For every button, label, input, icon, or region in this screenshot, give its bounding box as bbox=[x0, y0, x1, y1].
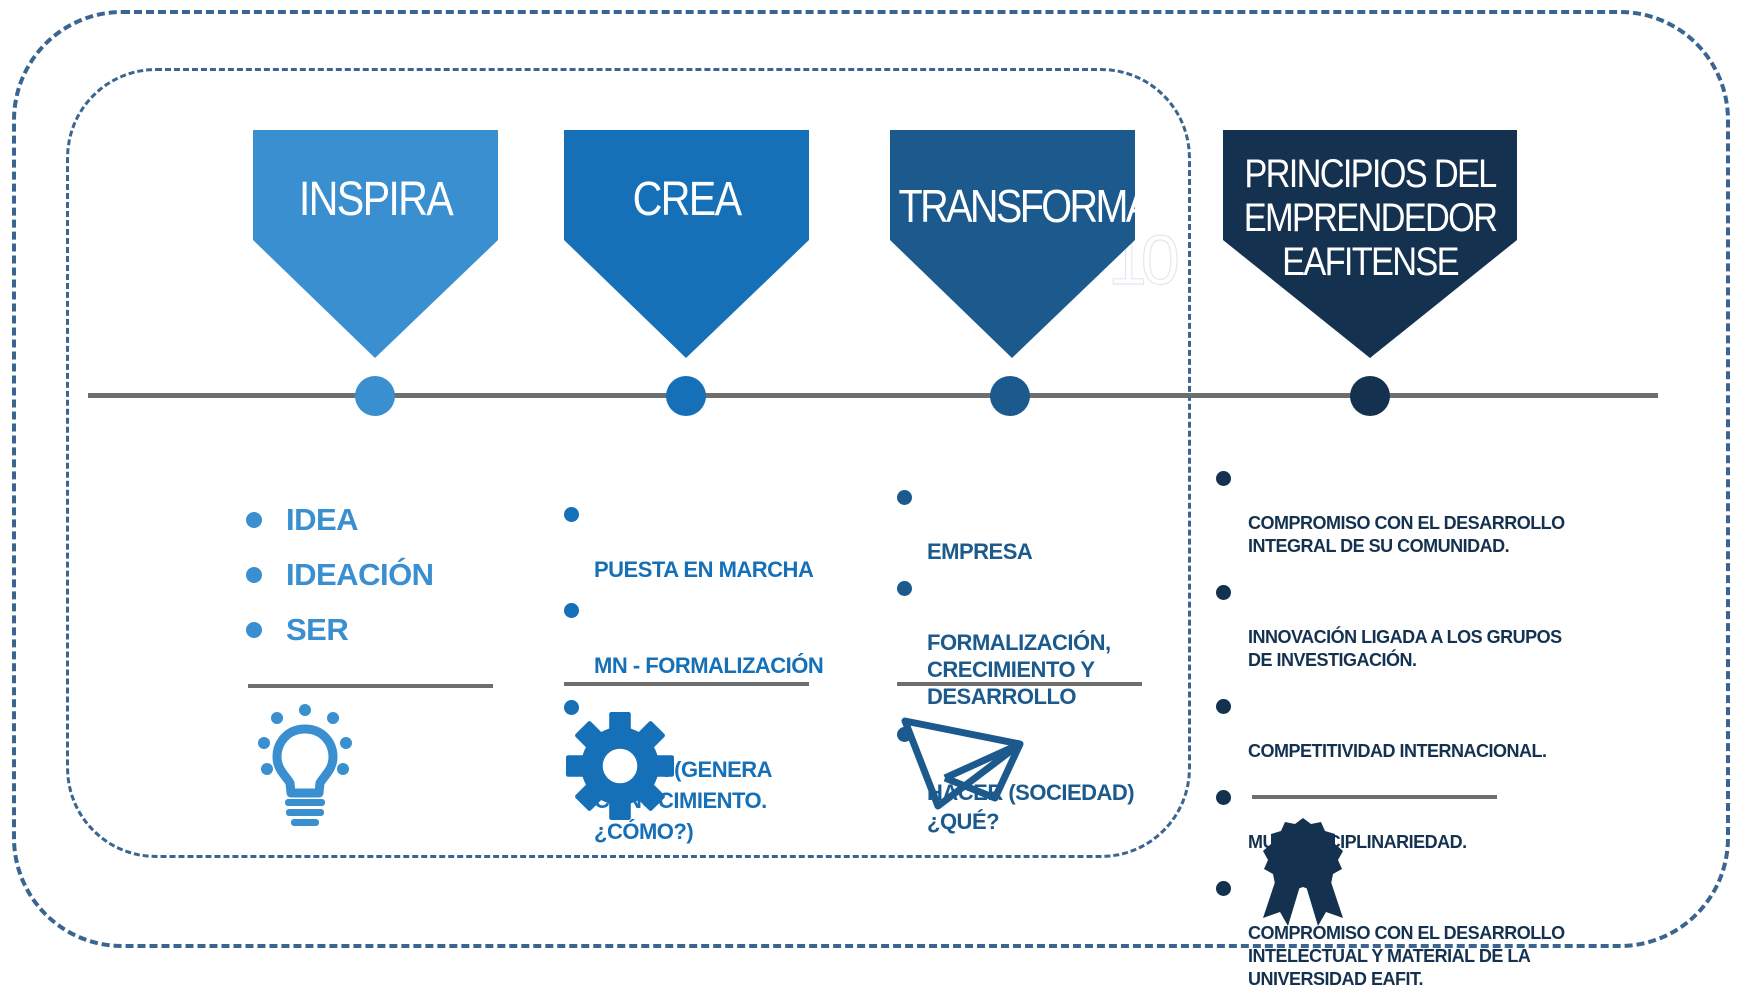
timeline-node-inspira bbox=[355, 376, 395, 416]
list-item: INNOVACIÓN LIGADA A LOS GRUPOS DE INVEST… bbox=[1216, 580, 1636, 672]
list-item: SER bbox=[246, 610, 486, 665]
banner-inspira bbox=[253, 130, 498, 358]
list-item: EMPRESA bbox=[897, 484, 1197, 565]
bullet-list-inspira: IDEA IDEACIÓN SER bbox=[246, 500, 486, 665]
bullet-text: EMPRESA bbox=[927, 539, 1033, 564]
bullet-text: COMPETITIVIDAD INTERNACIONAL. bbox=[1248, 741, 1547, 761]
stage-title-transforma: TRANSFORMA bbox=[898, 180, 1153, 232]
divider-principios bbox=[1252, 795, 1497, 799]
banner-crea bbox=[564, 130, 809, 358]
list-item: IDEACIÓN bbox=[246, 555, 486, 610]
bullet-text: SER bbox=[286, 612, 349, 647]
divider-crea bbox=[564, 682, 809, 686]
list-item: PUESTA EN MARCHA bbox=[564, 500, 854, 584]
paper-plane-icon bbox=[901, 717, 1024, 810]
timeline-node-transforma bbox=[990, 376, 1030, 416]
stage-title-inspira: INSPIRA bbox=[298, 173, 454, 226]
list-item: COMPROMISO CON EL DESARROLLO INTEGRAL DE… bbox=[1216, 466, 1636, 558]
list-item: FORMALIZACIÓN, CRECIMIENTO Y DESARROLLO bbox=[897, 575, 1197, 710]
stage-banners bbox=[253, 130, 1517, 358]
banner-principios bbox=[1223, 130, 1517, 358]
divider-inspira bbox=[248, 684, 493, 688]
bullet-text: INNOVACIÓN LIGADA A LOS GRUPOS DE INVEST… bbox=[1248, 627, 1562, 670]
stage-title-principios: PRINCIPIOS DEL EMPRENDEDOR EAFITENSE bbox=[1243, 152, 1498, 284]
list-item: IDEA bbox=[246, 500, 486, 555]
award-ribbon-icon bbox=[1263, 818, 1343, 926]
banner-transforma bbox=[890, 130, 1135, 358]
outer-dashed-frame bbox=[12, 10, 1730, 948]
bullet-text: PUESTA EN MARCHA bbox=[594, 557, 814, 582]
list-item: MN - FORMALIZACIÓN bbox=[564, 596, 854, 680]
bullet-text: FORMALIZACIÓN, CRECIMIENTO Y DESARROLLO bbox=[927, 630, 1111, 709]
bullet-text: IDEA bbox=[286, 502, 359, 537]
divider-transforma bbox=[897, 682, 1142, 686]
lightbulb-icon bbox=[258, 704, 352, 826]
bullet-text: IDEACIÓN bbox=[286, 557, 434, 592]
timeline-line bbox=[88, 393, 1658, 398]
timeline-node-principios bbox=[1350, 376, 1390, 416]
bullet-text: MN - FORMALIZACIÓN bbox=[594, 653, 824, 678]
list-item: COMPETITIVIDAD INTERNACIONAL. bbox=[1216, 694, 1636, 763]
stage-title-crea: CREA bbox=[632, 173, 743, 226]
timeline-node-crea bbox=[666, 376, 706, 416]
bullet-text: COMPROMISO CON EL DESARROLLO INTELECTUAL… bbox=[1248, 923, 1565, 989]
bullet-text: COMPROMISO CON EL DESARROLLO INTEGRAL DE… bbox=[1248, 513, 1565, 556]
inner-dashed-frame bbox=[66, 68, 1191, 858]
gear-icon bbox=[566, 712, 674, 820]
